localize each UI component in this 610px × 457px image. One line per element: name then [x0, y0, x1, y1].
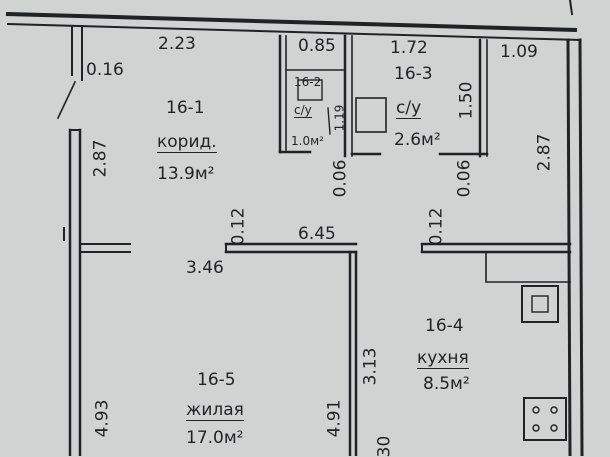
- dim-top-wc1: 0.85: [298, 36, 336, 56]
- room-16-4-name: кухня: [417, 348, 469, 369]
- dim-top-corridor: 2.23: [158, 34, 196, 54]
- dim-kitchen-depth: 3.13: [360, 347, 381, 386]
- dim-corridor-width: 6.45: [298, 224, 336, 244]
- dim-partition-wc1: 0.06: [330, 159, 351, 198]
- room-16-2-area: 1.0м²: [291, 134, 324, 148]
- dim-top-wc2: 1.72: [390, 38, 428, 58]
- dim-top-right: 1.09: [500, 42, 538, 62]
- room-16-2-name: с/у: [294, 103, 312, 118]
- dim-wc1-height: 1.19: [332, 104, 347, 132]
- room-16-5-name: жилая: [186, 400, 244, 421]
- room-16-4-id: 16-4: [425, 316, 464, 336]
- middle-partition: [224, 242, 572, 456]
- dim-partition-wc2: 0.06: [454, 159, 475, 198]
- left-wall: [63, 128, 131, 456]
- dim-left-height: 4.93: [92, 399, 113, 438]
- dim-partition-right: 0.12: [426, 207, 447, 246]
- dim-bottom-partial: 30: [374, 435, 395, 457]
- top-wall: [5, 11, 582, 42]
- room-16-1-id: 16-1: [166, 98, 205, 118]
- room-16-5-area: 17.0м²: [186, 428, 244, 448]
- room-16-1-area: 13.9м²: [157, 164, 215, 184]
- room-16-1-name: корид.: [157, 132, 217, 153]
- entrance-wall: [56, 25, 83, 120]
- room-16-2-id: 16-2: [294, 75, 322, 89]
- dim-partition-left: 0.12: [228, 207, 249, 246]
- wc-16-3-walls: [350, 38, 489, 158]
- dim-living-height: 4.91: [324, 399, 345, 438]
- kitchen-fixtures: [485, 251, 571, 441]
- dim-wc2-height: 1.50: [456, 81, 477, 120]
- room-16-3-id: 16-3: [394, 64, 433, 84]
- dim-right-height: 2.87: [534, 133, 555, 172]
- room-16-4-area: 8.5м²: [423, 374, 470, 394]
- wc-16-2-walls: [278, 34, 353, 158]
- dim-door-gap: 0.16: [86, 60, 124, 80]
- dim-corridor-height: 2.87: [90, 139, 111, 178]
- room-16-5-id: 16-5: [197, 370, 236, 390]
- room-16-3-area: 2.6м²: [394, 130, 441, 150]
- room-16-3-name: с/у: [396, 98, 422, 119]
- right-wall: [566, 0, 584, 456]
- dim-living-depth: 3.46: [186, 258, 224, 278]
